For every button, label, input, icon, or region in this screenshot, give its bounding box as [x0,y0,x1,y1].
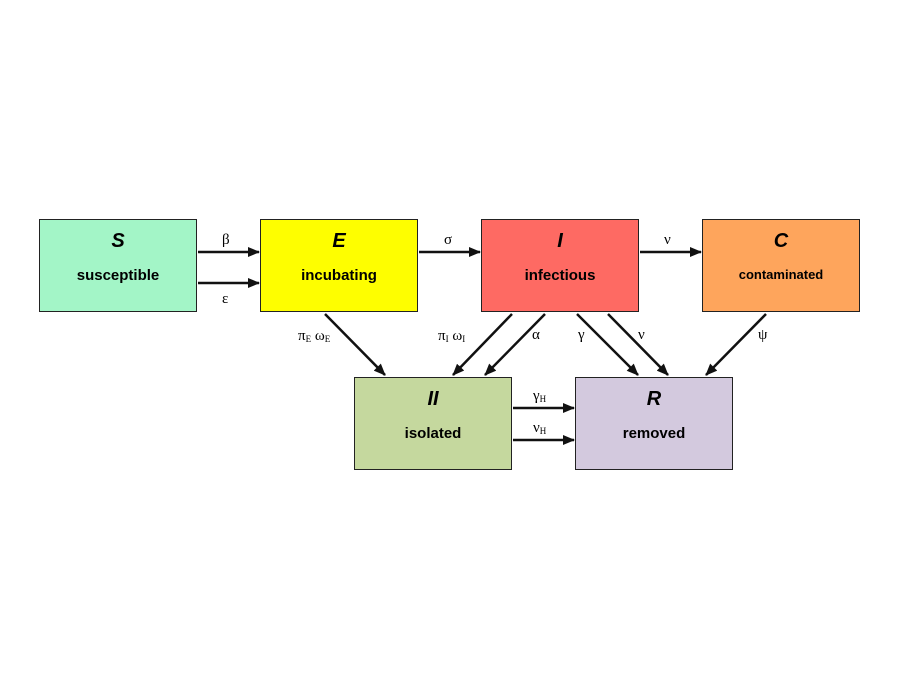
symbol-pi: π [438,328,446,344]
symbol-nu: ν [533,420,540,436]
rate-label-piI-omegaI: πI ωI [438,328,465,345]
rate-label-nu-IR: ν [638,327,645,343]
arrow-C-to-R-psi [705,313,767,376]
arrow-I-to-R-gamma [576,313,639,376]
subscript-I: I [445,334,449,344]
subscript-E: E [324,334,331,344]
compartment-isolated: II isolated [354,377,512,470]
rate-label-beta: β [222,232,230,248]
rate-label-nu-IC: ν [664,232,671,248]
compartment-symbol: S [111,230,125,252]
compartment-symbol: C [773,230,789,252]
compartment-contaminated: C contaminated [702,219,860,312]
compartment-symbol: II [427,388,439,410]
rate-label-gammaH: γH [533,388,546,405]
arrow-I-to-II-pi [452,313,513,376]
rate-label-gamma: γ [578,327,585,343]
compartment-label: infectious [524,267,596,284]
compartment-susceptible: S susceptible [39,219,197,312]
rate-label-psi: ψ [758,327,768,343]
rate-label-alpha: α [532,327,540,343]
symbol-omega: ω [452,328,463,344]
compartment-symbol: E [332,230,346,252]
compartment-label: removed [622,425,686,442]
compartment-symbol: I [557,230,563,252]
compartment-removed: R removed [575,377,733,470]
rate-label-nuH: νH [533,420,546,437]
subscript-E: E [305,334,312,344]
subscript-H: H [539,426,547,436]
symbol-gamma: γ [533,388,540,404]
symbol-pi: π [298,328,306,344]
subscript-H: H [539,394,547,404]
rate-label-piE-omegaE: πE ωE [298,328,330,345]
arrow-E-to-II [324,313,386,376]
rate-label-epsilon: ε [222,291,229,307]
compartment-infectious: I infectious [481,219,639,312]
compartment-label: susceptible [76,267,160,284]
arrow-I-to-R-nu [607,313,669,376]
compartment-symbol: R [646,388,662,410]
arrow-I-to-II-alpha [484,313,546,376]
compartment-label: contaminated [738,267,824,282]
subscript-I: I [462,334,466,344]
compartment-incubating: E incubating [260,219,418,312]
symbol-omega: ω [314,328,325,344]
compartment-label: isolated [404,425,462,442]
rate-label-sigma: σ [444,232,453,248]
compartment-label: incubating [301,267,377,284]
